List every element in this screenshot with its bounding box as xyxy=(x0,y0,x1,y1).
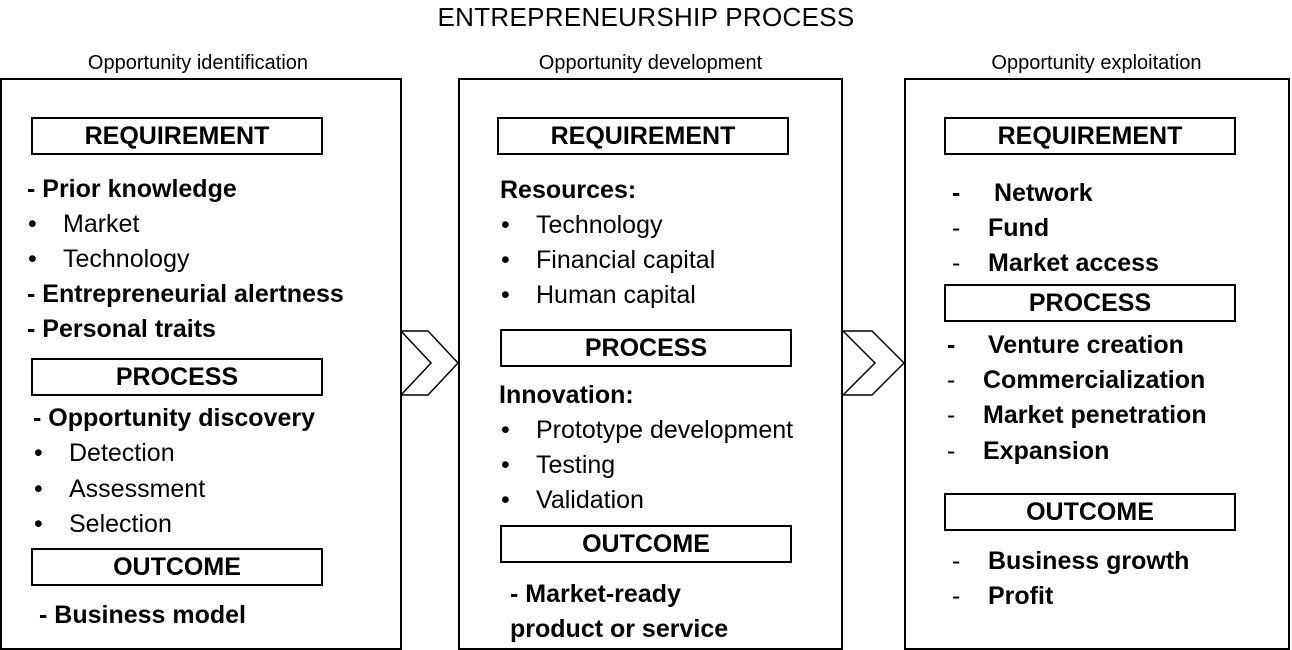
bullet: • xyxy=(501,486,510,514)
bullet: • xyxy=(34,475,43,503)
outcome-item: - Business model xyxy=(39,601,246,629)
requirement-heading: Resources: xyxy=(500,176,637,204)
requirement-subitem: Market xyxy=(63,210,140,238)
diagram-title: ENTREPRENEURSHIP PROCESS xyxy=(437,2,855,32)
column-heading-development: Opportunity development xyxy=(538,52,763,74)
process-subitem: Prototype development xyxy=(536,416,794,444)
chevron-right-icon xyxy=(400,330,460,396)
bullet: • xyxy=(501,416,510,444)
requirement-item: - Personal traits xyxy=(27,315,216,343)
bullet: • xyxy=(501,246,510,274)
dash: - xyxy=(952,582,961,610)
requirement-subitem: Technology xyxy=(536,211,663,239)
process-header: PROCESS xyxy=(500,329,792,367)
outcome-item: product or service xyxy=(510,615,729,643)
bullet: • xyxy=(501,281,510,309)
outcome-item: Profit xyxy=(988,582,1054,610)
requirement-subitem: Human capital xyxy=(536,281,696,309)
bullet: • xyxy=(34,439,43,467)
process-subitem: Validation xyxy=(536,486,644,514)
outcome-header: OUTCOME xyxy=(944,493,1236,531)
process-subitem: Selection xyxy=(69,510,172,538)
dash: - xyxy=(947,437,956,465)
requirement-item: Market access xyxy=(988,249,1159,277)
process-item: - Opportunity discovery xyxy=(33,404,315,432)
dash: - xyxy=(952,214,961,242)
process-subitem: Testing xyxy=(536,451,616,479)
outcome-item: - Market-ready xyxy=(510,580,681,608)
dash: - xyxy=(952,547,961,575)
process-item: Expansion xyxy=(983,437,1110,465)
column-box-exploitation xyxy=(904,78,1290,650)
dash: - xyxy=(947,366,956,394)
bullet: • xyxy=(501,211,510,239)
process-item: Venture creation xyxy=(988,331,1184,359)
process-heading: Innovation: xyxy=(499,381,634,409)
dash: - xyxy=(947,331,956,359)
outcome-header: OUTCOME xyxy=(31,548,323,586)
bullet: • xyxy=(34,510,43,538)
process-header: PROCESS xyxy=(944,284,1236,322)
outcome-header: OUTCOME xyxy=(500,525,792,563)
process-header: PROCESS xyxy=(31,358,323,396)
requirement-header: REQUIREMENT xyxy=(497,117,789,155)
requirement-item: - Entrepreneurial alertness xyxy=(27,280,344,308)
requirement-subitem: Financial capital xyxy=(536,246,716,274)
requirement-header: REQUIREMENT xyxy=(944,117,1236,155)
dash: - xyxy=(952,179,961,207)
dash: - xyxy=(952,249,961,277)
requirement-item: Fund xyxy=(988,214,1050,242)
process-subitem: Assessment xyxy=(69,475,206,503)
column-heading-exploitation: Opportunity exploitation xyxy=(991,52,1202,74)
bullet: • xyxy=(501,451,510,479)
dash: - xyxy=(947,401,956,429)
column-heading-identification: Opportunity identification xyxy=(87,52,309,74)
bullet: • xyxy=(28,210,37,238)
chevron-right-icon xyxy=(842,330,906,396)
requirement-header: REQUIREMENT xyxy=(31,117,323,155)
bullet: • xyxy=(28,245,37,273)
requirement-subitem: Technology xyxy=(63,245,190,273)
process-item: Commercialization xyxy=(983,366,1206,394)
process-item: Market penetration xyxy=(983,401,1207,429)
requirement-item: - Prior knowledge xyxy=(27,175,237,203)
process-subitem: Detection xyxy=(69,439,175,467)
outcome-item: Business growth xyxy=(988,547,1190,575)
requirement-item: Network xyxy=(994,179,1093,207)
